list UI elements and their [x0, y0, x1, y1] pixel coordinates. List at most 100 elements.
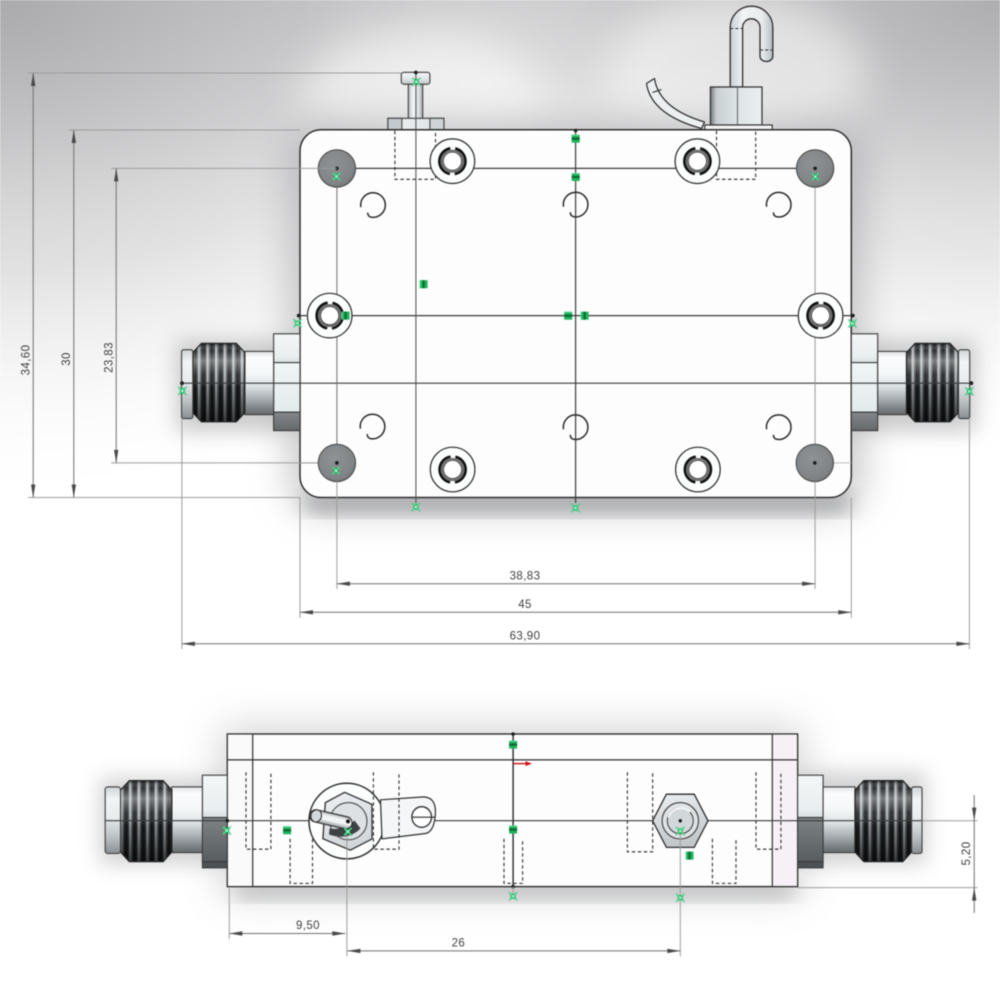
- screw-bottom-left: [428, 445, 477, 494]
- dimension-arrow: [956, 641, 970, 646]
- dimension-arrow: [31, 484, 36, 498]
- hex-flat-top: [273, 333, 301, 364]
- side-sma-connector-right: [797, 774, 923, 869]
- dim-body-height: 30: [61, 130, 76, 498]
- dim-label-overall-width: 63,90: [510, 631, 541, 643]
- dimension-arrow: [838, 610, 852, 615]
- sketch-point-marker: [419, 280, 428, 289]
- knurl-shading: [905, 342, 960, 423]
- sketch-point-marker: [685, 851, 694, 860]
- sketch-point-marker: [571, 173, 580, 181]
- hidden-hole: [245, 772, 272, 850]
- hook-hex-standoff: [709, 86, 763, 126]
- dim-hole-spacing-horizontal: 38,83: [336, 571, 816, 586]
- hex-flat-bottom: [273, 411, 301, 432]
- dim-label-feature-spacing: 26: [452, 938, 466, 950]
- hook-clip-seam: [652, 89, 662, 93]
- sketch-point-marker: [509, 825, 518, 834]
- hidden-hole: [503, 838, 524, 884]
- endpoint-dot: [180, 381, 184, 386]
- endpoint-dot: [573, 128, 578, 133]
- dim-label-body-height: 30: [61, 352, 73, 366]
- side-view: [104, 732, 923, 889]
- hex-top-half: [797, 774, 824, 819]
- hidden-hole: [372, 772, 400, 850]
- barrel-cylinder: [822, 786, 856, 854]
- sketch-point-marker: [283, 826, 292, 835]
- hex-flat-bottom: [850, 411, 879, 432]
- lever-end-cap: [310, 809, 323, 823]
- dim-hole-spacing-vertical: 23,83: [103, 168, 119, 463]
- dim-connector-axis-height: 5,20: [961, 795, 977, 913]
- hanging-hook: [645, 5, 774, 132]
- hex-top-half: [201, 774, 228, 819]
- endpoint-dot: [813, 461, 817, 465]
- origin-arrow-head: [525, 761, 532, 766]
- side-hidden-holes: [245, 772, 782, 884]
- dimension-arrow: [114, 449, 119, 463]
- dimension-arrow: [114, 168, 119, 182]
- nut-highlight-arc: [667, 807, 691, 818]
- sma-connector-left: [181, 333, 301, 432]
- hidden-hole: [626, 772, 654, 853]
- endpoint-dot: [813, 166, 817, 171]
- dimension-arrow: [347, 948, 361, 954]
- endpoint-dot: [296, 313, 301, 318]
- dimension-arrow: [300, 610, 313, 615]
- dimensions: 34,60 30 23,83 38,83 45: [21, 72, 978, 957]
- nut-center-dot: [678, 819, 682, 823]
- endpoint-dot: [511, 732, 515, 736]
- end-plate-right: [772, 734, 797, 886]
- vent-screw-hidden-outline: [394, 130, 437, 180]
- hex-bottom-half: [201, 816, 228, 863]
- hex-flat-top: [850, 333, 879, 364]
- end-plate-left: [227, 734, 253, 886]
- dim-body-width: 45: [300, 599, 852, 615]
- dim-label-feature-offset: 9,50: [296, 920, 320, 932]
- sketch-point-marker: [509, 740, 518, 749]
- front-view-ground-shadow: [305, 494, 850, 512]
- screw-mid-right: [796, 291, 845, 340]
- dim-label-hole-spacing-vertical: 23,83: [103, 342, 115, 373]
- dim-label-hole-spacing-horizontal: 38,83: [510, 571, 541, 583]
- dim-overall-width: 63,90: [181, 631, 970, 646]
- dim-label-body-width: 45: [518, 599, 532, 611]
- hex-bottom-half: [797, 816, 824, 863]
- dimension-arrow: [667, 948, 681, 954]
- hex-flat-mid: [273, 362, 301, 413]
- dimension-arrow: [972, 807, 977, 821]
- sketch-point-marker: [580, 311, 589, 320]
- hex-bottom-strip: [201, 861, 228, 869]
- dim-label-overall-height: 34,60: [21, 345, 33, 376]
- screw-top-right: [673, 137, 722, 185]
- dim-overall-height: 34,60: [21, 73, 36, 498]
- hidden-hole: [711, 838, 737, 884]
- endpoint-dots: [180, 70, 974, 465]
- vent-screw-base-left-facet: [387, 117, 403, 132]
- vent-screw-base-right-facet: [429, 117, 445, 132]
- extension-lines: [28, 72, 978, 957]
- endpoint-dot: [414, 70, 418, 75]
- sma-connector-right: [850, 333, 971, 432]
- hex-bottom-strip: [797, 861, 824, 869]
- dimension-arrow: [229, 931, 243, 936]
- dimension-arrow: [71, 130, 76, 143]
- side-hex-nut: [651, 793, 709, 849]
- sketch-point-marker: [564, 311, 573, 320]
- screw-top-left: [428, 137, 477, 185]
- endpoint-dot: [335, 166, 339, 171]
- endpoint-dot: [335, 461, 339, 465]
- side-sma-connector-left: [104, 774, 228, 869]
- endpoint-dot: [969, 381, 974, 386]
- hidden-hole: [755, 772, 782, 850]
- knurl-shading: [192, 342, 246, 423]
- boss-center-dot: [346, 819, 350, 824]
- side-view-ground-shadow: [235, 884, 795, 898]
- endpoint-dot: [851, 313, 855, 318]
- link-plate: [379, 796, 437, 840]
- dim-label-connector-axis-height: 5,20: [961, 842, 973, 866]
- sketch-point-marker: [341, 311, 350, 320]
- dimension-arrow: [181, 641, 195, 646]
